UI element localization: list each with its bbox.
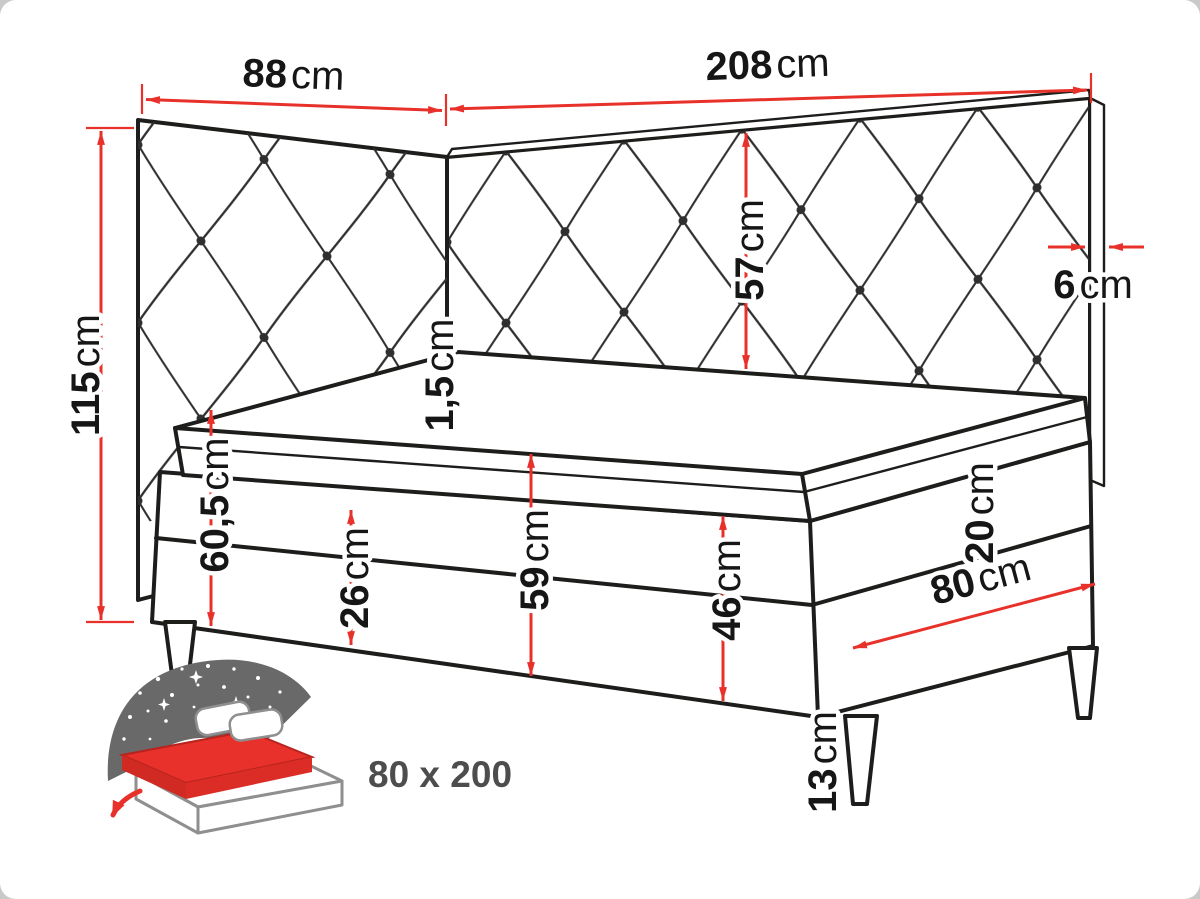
storage-bed-icon <box>107 659 344 835</box>
dimension-head-side-height: 60,5cm <box>189 410 242 626</box>
base-corner-edge <box>808 519 820 719</box>
topper-seam <box>177 415 1089 494</box>
panel-right-edge-face <box>1088 96 1106 488</box>
dimension-label: 208cm <box>705 41 831 89</box>
dimension-back-width: 208cm <box>449 36 1093 113</box>
storage-mattress <box>118 729 316 799</box>
dimension-total-height: 115cm <box>60 126 134 624</box>
dimension-label: 57cm <box>728 199 772 301</box>
dimension-label: 88cm <box>242 51 345 99</box>
dimension-label: 115cm <box>64 314 108 436</box>
dimension-side-width: 88cm <box>140 47 448 126</box>
dimension-label: 46cm <box>705 539 749 641</box>
dimension-label: 1,5cm <box>418 319 462 432</box>
mattress-foot-top-edge <box>800 396 1087 476</box>
dimension-lower-box-right: 46cm <box>701 516 754 701</box>
mattress-front-top-edge <box>173 426 804 476</box>
bed-leg-back <box>1067 646 1099 720</box>
dimension-lower-box-left: 26cm <box>329 510 382 645</box>
lift-arrow-icon <box>110 788 143 818</box>
dimension-topper-thickness: 1,5cm <box>414 314 467 436</box>
dimension-label: 59cm <box>513 509 557 611</box>
dimension-side-height-mid: 59cm <box>509 454 562 676</box>
dimension-label: 13cm <box>801 711 845 813</box>
bed-leg-front <box>843 714 879 806</box>
dimension-headboard-above-mattress: 57cm <box>724 133 777 369</box>
dimension-leg-height: 13cm <box>797 707 850 818</box>
mattress-corner-edge <box>800 472 812 523</box>
dimension-label: 20cm <box>958 462 1002 564</box>
mattress <box>173 350 1092 523</box>
dimension-label: 26cm <box>333 527 377 629</box>
base-seam <box>154 524 1093 607</box>
dimension-label: 60,5cm <box>193 437 237 572</box>
bed-size-label: 80 x 200 <box>368 754 512 795</box>
dimension-upper-box-right: 20cm <box>954 458 1007 569</box>
pillows <box>194 700 284 742</box>
